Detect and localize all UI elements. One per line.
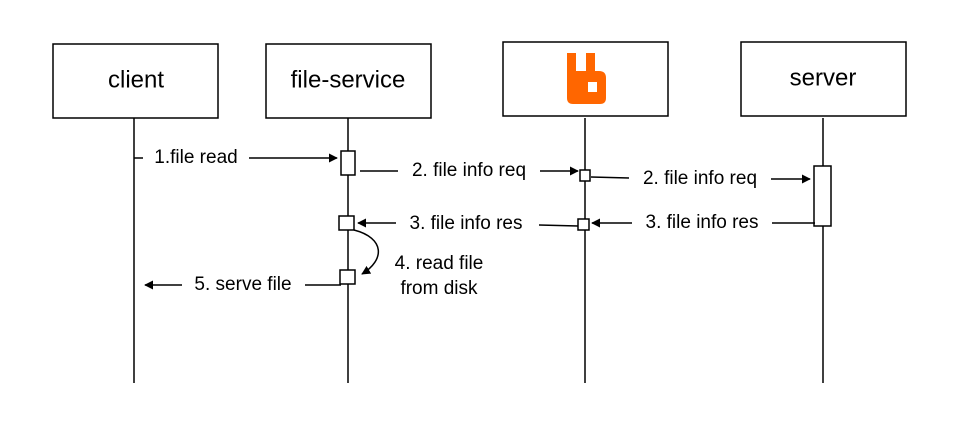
actor-client-label: client bbox=[108, 66, 164, 93]
rabbitmq-logo-icon bbox=[567, 53, 606, 104]
actor-server: server bbox=[740, 41, 907, 117]
actor-server-label: server bbox=[790, 64, 857, 91]
message-4: 4. read file from disk bbox=[353, 229, 484, 299]
message-2b-label: 2. file info req bbox=[643, 168, 757, 189]
message-4-label-line2: from disk bbox=[400, 278, 478, 299]
message-1-label: 1.file read bbox=[154, 147, 237, 168]
message-3b: 3. file info res bbox=[591, 212, 815, 233]
message-2a-label: 2. file info req bbox=[412, 160, 526, 181]
message-5-label: 5. serve file bbox=[194, 274, 291, 295]
activation-server-1 bbox=[813, 165, 832, 227]
message-1: 1.file read bbox=[134, 147, 338, 168]
message-2a: 2. file info req bbox=[360, 160, 579, 181]
activation-file-service-2 bbox=[338, 215, 355, 231]
activation-file-service-1 bbox=[340, 150, 356, 176]
message-3a: 3. file info res bbox=[357, 213, 579, 234]
actor-file-service: file-service bbox=[265, 43, 432, 119]
message-3a-label: 3. file info res bbox=[410, 213, 523, 234]
message-3b-label: 3. file info res bbox=[646, 212, 759, 233]
message-2b: 2. file info req bbox=[590, 168, 811, 189]
activation-broker-1 bbox=[579, 169, 591, 182]
actor-broker bbox=[502, 41, 669, 117]
message-4-label-line1: 4. read file bbox=[395, 253, 484, 274]
actor-client: client bbox=[52, 43, 219, 119]
actor-file-service-label: file-service bbox=[291, 66, 406, 93]
message-5: 5. serve file bbox=[144, 274, 341, 295]
activation-broker-2 bbox=[577, 218, 590, 231]
activation-file-service-3 bbox=[339, 269, 356, 285]
